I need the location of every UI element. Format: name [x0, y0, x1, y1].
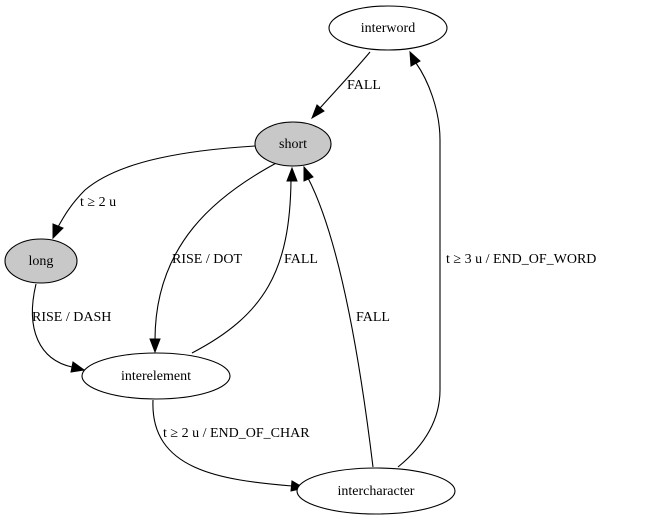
edge-line: [397, 62, 441, 468]
edge-label-fall: FALL: [284, 252, 318, 267]
edge-line: [307, 177, 374, 468]
arrow-head: [70, 361, 86, 373]
edge-label-rise-dot: RISE / DOT: [172, 252, 242, 267]
node-intercharacter[interactable]: intercharacter: [296, 467, 456, 515]
edge-label-end-of-char: t ≥ 2 u / END_OF_CHAR: [163, 426, 310, 441]
edge-interelement-short: FALL: [191, 166, 318, 354]
node-interword[interactable]: interword: [328, 5, 448, 51]
node-long[interactable]: long: [4, 238, 78, 284]
edge-interelement-intercharacter: t ≥ 2 u / END_OF_CHAR: [152, 399, 310, 492]
edge-label-end-of-word: t ≥ 3 u / END_OF_WORD: [446, 252, 596, 267]
edge-interword-short: FALL: [311, 51, 381, 120]
edge-line: [191, 179, 292, 354]
node-short-shape: [254, 121, 332, 167]
edge-long-interelement: RISE / DASH: [31, 283, 111, 373]
arrow-head: [311, 104, 325, 120]
edge-intercharacter-interword: t ≥ 3 u / END_OF_WORD: [397, 50, 596, 468]
arrow-head: [303, 165, 314, 182]
edge-label-short-to-long: t ≥ 2 u: [80, 195, 116, 210]
edge-line: [152, 399, 293, 487]
edge-line: [31, 283, 73, 368]
edge-intercharacter-short: FALL: [303, 165, 390, 468]
edge-line: [154, 159, 283, 341]
edge-label-fall: FALL: [347, 78, 381, 93]
node-long-label: long: [29, 254, 54, 269]
node-interelement[interactable]: interelement: [81, 352, 231, 400]
edge-label-fall: FALL: [356, 310, 390, 325]
node-intercharacter-label: intercharacter: [338, 484, 415, 499]
arrow-head: [52, 223, 64, 240]
node-intercharacter-shape: [296, 467, 456, 515]
node-interword-shape: [328, 5, 448, 51]
node-long-shape: [4, 238, 78, 284]
edge-short-long: t ≥ 2 u: [52, 145, 256, 240]
edge-short-interelement: RISE / DOT: [149, 159, 283, 354]
arrow-head: [149, 338, 161, 354]
node-interelement-shape: [81, 352, 231, 400]
node-short[interactable]: short: [254, 121, 332, 167]
node-short-label: short: [279, 137, 307, 152]
edge-line: [57, 145, 256, 228]
node-interelement-label: interelement: [121, 369, 191, 384]
arrow-head: [286, 166, 298, 182]
edge-label-rise-dash: RISE / DASH: [32, 310, 111, 325]
edge-line: [319, 51, 371, 109]
node-interword-label: interword: [361, 21, 415, 36]
arrow-head: [409, 50, 421, 67]
